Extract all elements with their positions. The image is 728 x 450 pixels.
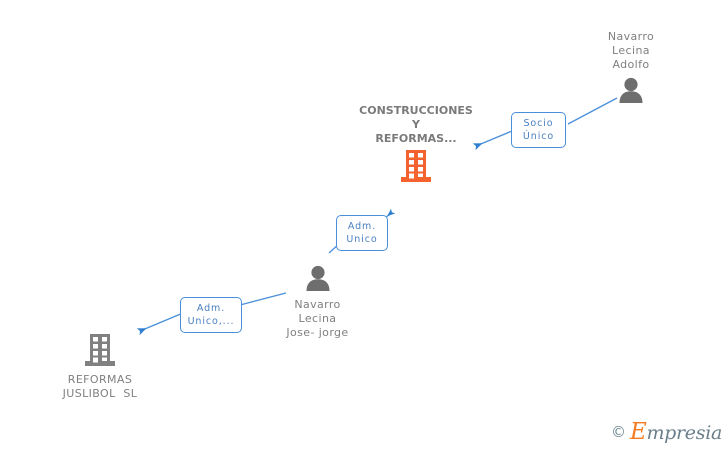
edge-label-adm-unico-mas[interactable]: Adm. Unico,... (180, 297, 242, 333)
node-person-adolfo-label: Navarro Lecina Adolfo (607, 30, 655, 71)
edge-label-adm-unico[interactable]: Adm. Unico (336, 215, 388, 251)
edge-line-adm-unico-mas (136, 292, 287, 336)
watermark-brand: Empresia (630, 421, 722, 444)
edge-label-socio-unico[interactable]: Socio Único (511, 112, 566, 148)
node-person-adolfo[interactable]: Navarro Lecina Adolfo (586, 30, 676, 107)
watermark-empresia: © Empresia (611, 421, 722, 444)
node-person-jose-jorge[interactable]: Navarro Lecina Jose- jorge (265, 265, 370, 340)
person-icon (265, 265, 370, 295)
watermark-brand-initial: E (629, 419, 647, 445)
node-company-main-label: CONSTRUCCIONES Y REFORMAS... (359, 104, 473, 145)
copyright-icon: © (610, 423, 626, 441)
building-icon (337, 146, 495, 186)
node-company-main[interactable]: CONSTRUCCIONES Y REFORMAS... (337, 104, 495, 186)
building-icon (40, 334, 160, 370)
node-company-juslibol-label: REFORMAS JUSLIBOL SL (62, 373, 138, 400)
edge-line-socio-unico (472, 97, 618, 151)
node-person-jose-jorge-label: Navarro Lecina Jose- jorge (286, 298, 349, 339)
watermark-brand-rest: mpresia (646, 422, 722, 444)
person-icon (586, 72, 676, 107)
node-company-juslibol[interactable]: REFORMAS JUSLIBOL SL (40, 334, 160, 401)
